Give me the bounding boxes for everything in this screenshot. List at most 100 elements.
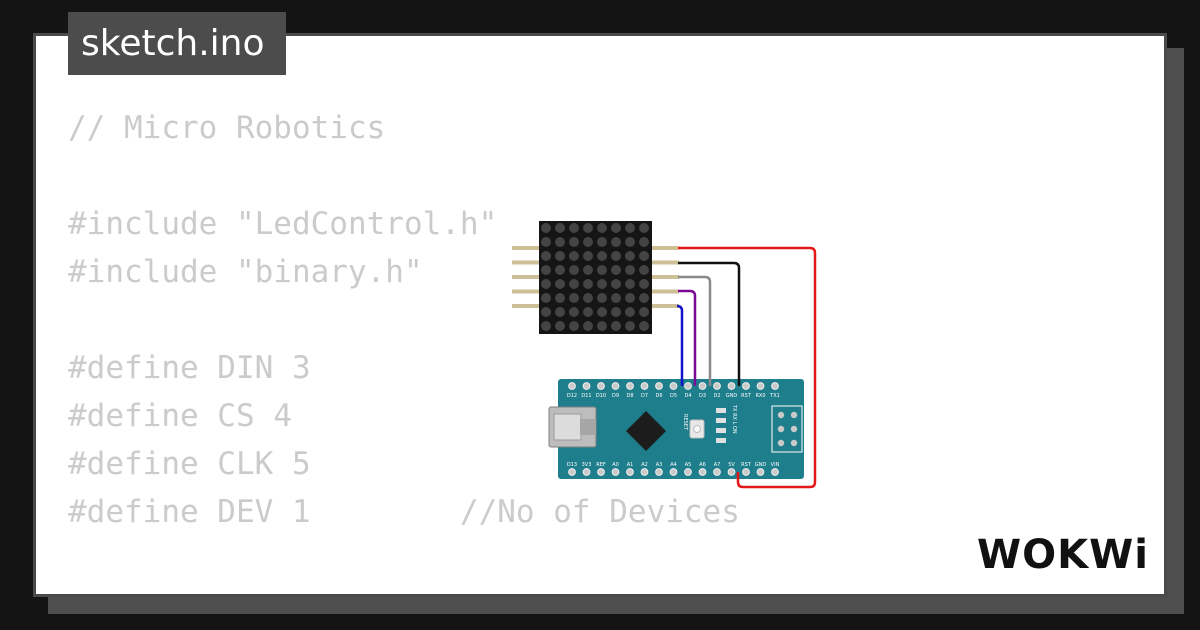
led-dot [597,321,607,331]
pin-hole[interactable] [582,382,591,390]
pin-hole[interactable] [582,468,591,476]
pin-label: 3V3 [582,462,592,468]
pin-hole[interactable] [727,382,736,390]
pin-hole[interactable] [756,468,765,476]
wire-black-gnd[interactable] [678,261,741,386]
pin-hole[interactable] [655,382,663,390]
pin-label: D7 [641,393,648,399]
wire-purple-cs[interactable] [678,289,697,386]
pin-hole[interactable] [698,382,707,390]
pin-label: D2 [713,393,720,399]
led-dot [583,251,593,261]
pin-hole[interactable] [626,468,634,476]
pin-hole[interactable] [713,468,721,476]
led-labels: TX RX L ON [731,404,737,434]
reset-button-cap [693,425,701,433]
pin-hole[interactable] [626,382,634,390]
matrix-pin [651,275,679,279]
pin-label: D9 [612,393,619,399]
pin-label: D13 [567,462,577,468]
pin-hole[interactable] [727,468,736,476]
led-dot [639,265,649,275]
led-dot [611,293,621,303]
pin-hole[interactable] [611,382,620,390]
led-dot [583,307,593,317]
led-dot [583,279,593,289]
led-dot [625,237,635,247]
pin-hole[interactable] [742,468,750,476]
wire-gray-din[interactable] [678,275,712,386]
wokwi-logo: WOKWi [977,532,1149,578]
file-tab-label: sketch.ino [81,23,265,64]
pin-hole[interactable] [597,382,605,390]
wokwi-logo-text: WOKWi [977,532,1149,578]
matrix-pin [651,289,679,294]
led-matrix[interactable] [539,221,652,334]
pin-label: A4 [670,462,677,468]
led-dot [541,223,551,233]
top-pin-row [568,382,779,390]
led-dot [625,321,635,331]
pin-label: D12 [567,393,577,399]
pin-hole[interactable] [713,382,721,390]
pin-hole[interactable] [742,382,750,390]
reset-label: RESET [682,414,688,431]
pin-hole[interactable] [669,382,678,390]
pin-label: A2 [641,462,648,468]
pin-hole[interactable] [669,468,678,476]
pin-hole[interactable] [684,382,692,390]
pin-label: A1 [627,462,634,468]
code-line: #define DEV 1 //No of Devices [68,494,740,530]
pin-hole[interactable] [597,468,605,476]
led-dot [625,293,635,303]
led-dot [555,307,565,317]
pin-hole[interactable] [611,468,620,476]
led-dot [639,251,649,261]
led-dot [569,251,579,261]
wire-red-vcc[interactable] [678,246,817,489]
led-dot [569,307,579,317]
led-dot [597,265,607,275]
led-matrix-dots [541,223,649,331]
arduino-board [558,379,804,479]
pin-hole[interactable] [698,468,707,476]
icsp-pin [777,439,785,447]
icsp-pin [790,425,798,433]
led-dot [555,251,565,261]
led-dot [639,307,649,317]
pin-hole[interactable] [771,468,779,476]
led-dot [541,251,551,261]
pin-label: A3 [656,462,663,468]
pin-hole[interactable] [771,382,779,390]
usb-shell [580,419,596,435]
pin-label: A5 [685,462,692,468]
file-tab[interactable]: sketch.ino [68,12,286,75]
led-l [716,428,726,433]
pin-hole[interactable] [640,468,649,476]
wire-blue-clk[interactable] [676,304,684,386]
led-dot [611,321,621,331]
code-line: #define DIN 3 [68,350,311,386]
pin-hole[interactable] [684,468,692,476]
led-dot [611,237,621,247]
led-dot [541,293,551,303]
led-dot [597,293,607,303]
pin-hole[interactable] [640,382,649,390]
pin-label: TX1 [769,393,780,399]
code-line: #include "LedControl.h" [68,206,498,242]
pin-hole[interactable] [568,468,576,476]
led-dot [597,307,607,317]
pin-hole[interactable] [655,468,663,476]
matrix-pin [512,304,540,308]
pin-hole[interactable] [756,382,765,390]
led-dot [625,265,635,275]
led-dot [639,223,649,233]
pin-label: RST [741,393,752,399]
pin-label: RST [741,462,752,468]
led-dot [611,307,621,317]
code-line: #define CLK 5 [68,446,311,482]
pin-hole[interactable] [568,382,576,390]
